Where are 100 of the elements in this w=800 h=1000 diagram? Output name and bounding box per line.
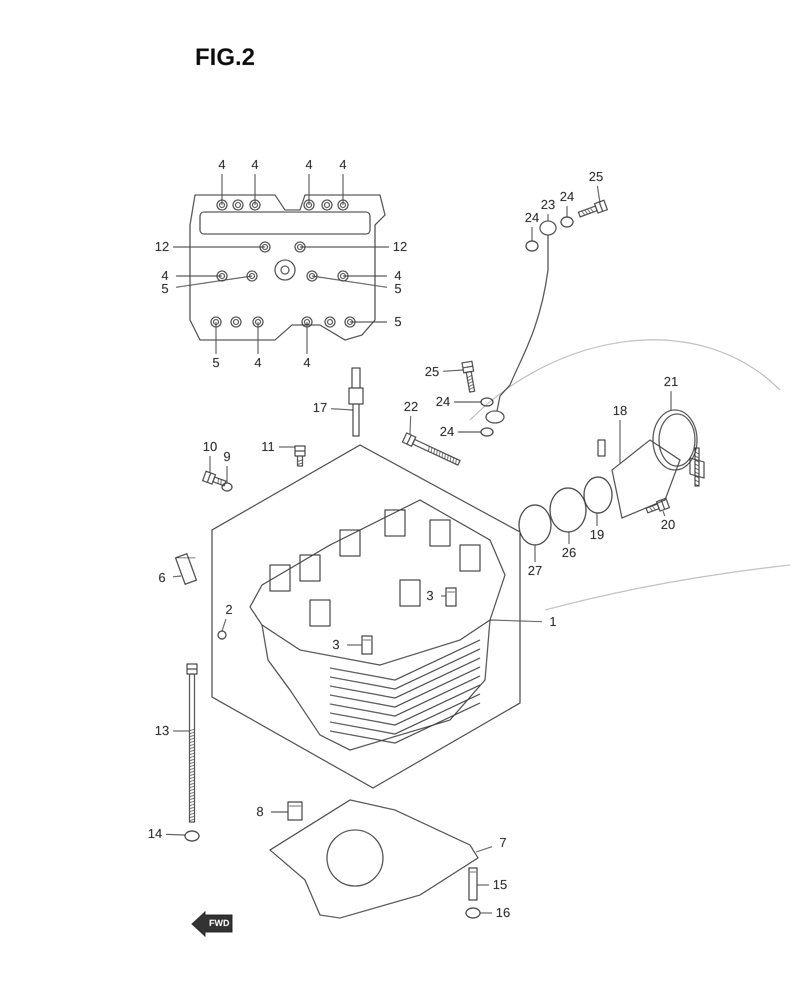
leader-line [568,532,570,544]
callout-number: 23 [538,197,558,213]
leader-line [172,246,266,248]
callout-number: 4 [333,157,353,173]
bolt-drawing [202,470,227,487]
callout-number: 16 [493,905,513,921]
cylinder-head-drawing [249,499,506,751]
bolt-drawing [461,360,476,393]
leader-line [312,276,388,288]
o-ring-drawing [518,504,552,546]
leader-line [596,186,600,204]
callout-number: 15 [490,877,510,893]
callout-number: 24 [437,424,457,440]
washer-drawing [221,482,233,492]
clamp-drawing [652,409,705,487]
callout-number: 19 [587,527,607,543]
intake-pipe-drawing [597,439,681,519]
washer-drawing [560,216,574,228]
callout-number: 17 [310,400,330,416]
callout-number: 11 [258,439,278,455]
washer-drawing [480,427,494,437]
leader-line [222,618,226,632]
leader-line [166,834,186,836]
callout-number: 4 [248,355,268,371]
stud-bolt-drawing [468,867,478,901]
callout-number: 25 [586,169,606,185]
leader-line [534,544,536,562]
leader-line [476,846,492,852]
figure-title: FIG.2 [195,44,256,72]
callout-number: 7 [493,835,513,851]
screw-drawing [645,498,670,514]
callout-number: 24 [557,189,577,205]
leader-line [300,246,390,248]
gasket-ring-drawing [583,476,613,514]
callout-number: 5 [388,314,408,330]
leader-line [342,174,344,206]
leader-line [410,416,412,434]
leader-line [670,390,672,412]
leader-line [172,730,190,732]
callout-number: 5 [388,281,408,297]
callout-number: 26 [559,545,579,561]
callout-number: 24 [522,210,542,226]
leader-line [476,884,490,886]
nut-drawing [465,907,481,919]
callout-number: 3 [326,637,346,653]
callout-number: 22 [401,399,421,415]
callout-number: 4 [297,355,317,371]
leader-line [330,408,354,410]
leader-line [490,620,542,622]
bolt-drawing [186,663,198,823]
callout-number: 10 [200,439,220,455]
callout-number: 18 [610,403,630,419]
cylinder-head-top-drawing [189,194,386,341]
callout-number: 6 [152,570,172,586]
oil-pipe-drawing [485,220,557,424]
leader-line [480,912,492,914]
callout-number: 13 [152,723,172,739]
direction-label: FWD [209,918,230,928]
leader-line [662,510,666,516]
callout-number: 12 [390,239,410,255]
callout-number: 20 [658,517,678,533]
washer-drawing [184,830,200,842]
callout-number: 4 [299,157,319,173]
bolt-drawing [294,445,306,467]
callout-number: 4 [155,268,175,284]
callout-number: 5 [155,281,175,297]
callout-number: 12 [152,239,172,255]
spark-plug-drawing [348,367,364,437]
callout-number: 8 [250,804,270,820]
callout-number: 4 [245,157,265,173]
leader-line [172,576,182,578]
leader-line [176,276,252,288]
callout-number: 3 [420,588,440,604]
leader-line [278,446,296,448]
callout-number: 9 [217,449,237,465]
bolt-drawing [578,200,608,218]
clip-drawing [217,630,227,640]
callout-number: 21 [661,374,681,390]
leader-line [442,370,464,372]
callout-number: 4 [388,268,408,284]
gasket-drawing [269,799,479,919]
leader-line [308,174,310,206]
leader-line [346,644,362,646]
insulator-drawing [549,487,587,533]
callout-number: 27 [525,563,545,579]
leader-line [226,466,228,484]
callout-number: 25 [422,364,442,380]
callout-number: 24 [433,394,453,410]
callout-number: 2 [219,602,239,618]
dowel-pin-drawing [287,801,303,821]
callout-number: 4 [212,157,232,173]
callout-number: 14 [145,826,165,842]
washer-drawing [480,397,494,407]
leader-line [596,512,598,526]
callout-number: 1 [543,614,563,630]
leader-line [566,206,568,218]
leader-line [254,174,256,206]
callout-number: 5 [206,355,226,371]
dowel-pin-drawing [174,553,198,585]
leader-line [306,322,308,354]
